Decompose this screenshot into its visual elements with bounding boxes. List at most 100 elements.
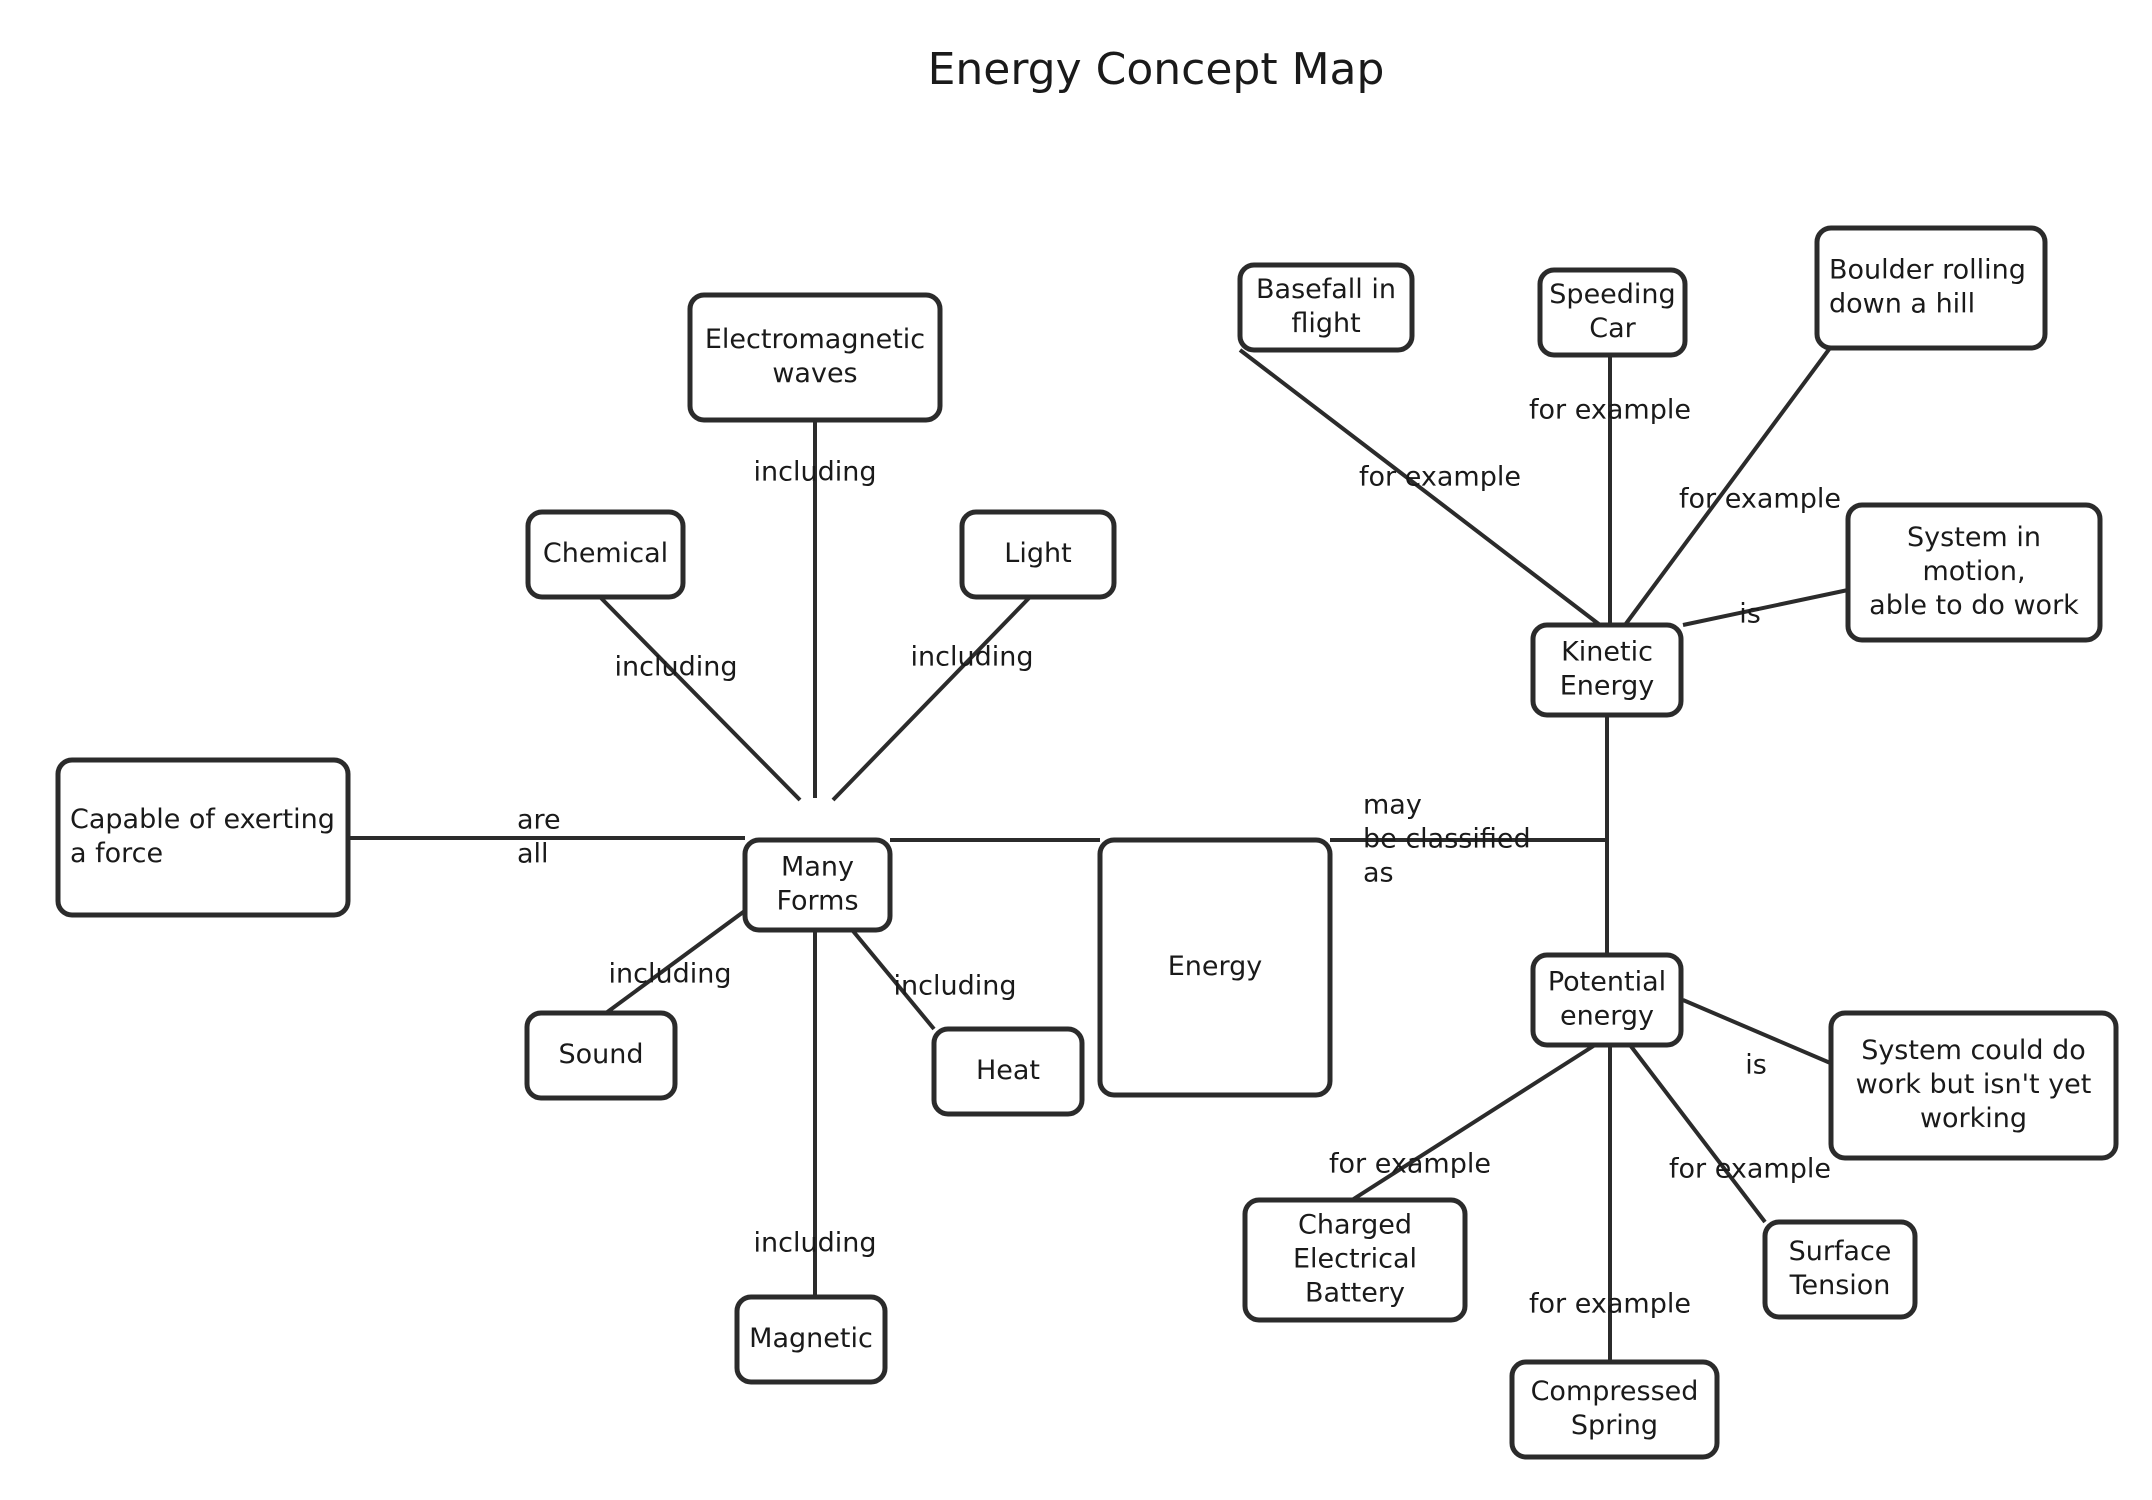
node-label: Electrical bbox=[1293, 1244, 1417, 1275]
node-box[interactable] bbox=[524, 1010, 678, 1101]
node-box[interactable] bbox=[687, 292, 943, 423]
node-heat[interactable]: Heat bbox=[931, 1026, 1085, 1117]
node-magnetic[interactable]: Magnetic bbox=[734, 1294, 888, 1385]
node-label: Compressed bbox=[1531, 1376, 1699, 1407]
node-label: energy bbox=[1560, 1001, 1654, 1032]
edge-e-potential-is: is bbox=[1682, 998, 1836, 1081]
edge-e-em-manyforms: including bbox=[754, 420, 877, 798]
node-label: Battery bbox=[1305, 1278, 1405, 1309]
node-box[interactable] bbox=[525, 509, 686, 600]
node-label: Magnetic bbox=[749, 1323, 873, 1354]
node-box[interactable] bbox=[1537, 267, 1688, 358]
edge-label: including bbox=[754, 457, 877, 488]
node-label: working bbox=[1920, 1103, 2027, 1134]
edge-label: all bbox=[517, 839, 549, 870]
node-box[interactable] bbox=[1762, 1219, 1918, 1320]
node-box[interactable] bbox=[1509, 1359, 1720, 1460]
node-label: Kinetic bbox=[1561, 637, 1653, 668]
edge-label: is bbox=[1745, 1050, 1767, 1081]
edge-e-light-manyforms: including bbox=[831, 595, 1034, 802]
node-label: System could do bbox=[1861, 1035, 2086, 1066]
node-box[interactable] bbox=[931, 1026, 1085, 1117]
node-box[interactable] bbox=[1828, 1010, 2119, 1161]
edge-line bbox=[598, 595, 802, 802]
edge-label: are bbox=[517, 805, 561, 836]
node-box[interactable] bbox=[55, 757, 351, 918]
node-box[interactable] bbox=[1530, 622, 1684, 718]
node-label: down a hill bbox=[1829, 289, 1975, 320]
edge-label: including bbox=[754, 1228, 877, 1259]
node-box[interactable] bbox=[1845, 502, 2103, 643]
node-box[interactable] bbox=[1237, 262, 1415, 353]
edge-e-sound-manyforms: including bbox=[604, 883, 782, 1015]
node-box[interactable] bbox=[1242, 1197, 1468, 1323]
edge-label: including bbox=[609, 959, 732, 990]
node-box[interactable] bbox=[734, 1294, 888, 1385]
node-light[interactable]: Light bbox=[959, 509, 1117, 600]
node-label: flight bbox=[1291, 308, 1360, 339]
edge-label: for example bbox=[1529, 395, 1691, 426]
node-box[interactable] bbox=[742, 837, 893, 933]
node-label: Energy bbox=[1168, 951, 1263, 982]
edge-label: as bbox=[1363, 858, 1394, 889]
node-label: work but isn't yet bbox=[1856, 1069, 2092, 1100]
edge-label: including bbox=[894, 971, 1017, 1002]
node-label: Car bbox=[1589, 313, 1636, 344]
node-box[interactable] bbox=[1097, 837, 1333, 1098]
page-title: Energy Concept Map bbox=[928, 44, 1385, 95]
node-energy[interactable]: Energy bbox=[1097, 837, 1333, 1098]
edge-label: may bbox=[1363, 790, 1422, 821]
edge-line bbox=[1623, 346, 1832, 627]
edge-e-chemical-manyforms: including bbox=[598, 595, 802, 802]
node-chemical[interactable]: Chemical bbox=[525, 509, 686, 600]
node-label: waves bbox=[772, 358, 857, 389]
node-label: Basefall in bbox=[1256, 274, 1396, 305]
node-box[interactable] bbox=[1814, 225, 2048, 351]
node-label: Heat bbox=[976, 1055, 1040, 1086]
node-label: Potential bbox=[1548, 967, 1666, 998]
edge-line bbox=[1682, 588, 1849, 627]
edge-label: including bbox=[911, 642, 1034, 673]
edge-e-kinetic-is: is bbox=[1682, 588, 1849, 630]
node-box[interactable] bbox=[1530, 952, 1684, 1048]
node-label: a force bbox=[70, 838, 163, 869]
edge-label: including bbox=[615, 652, 738, 683]
edge-label: for example bbox=[1329, 1149, 1491, 1180]
node-label: Energy bbox=[1560, 671, 1655, 702]
node-label: Charged bbox=[1298, 1210, 1412, 1241]
edge-e-basefall-kinetic: for example bbox=[1238, 348, 1602, 627]
node-label: Capable of exerting bbox=[70, 804, 335, 835]
node-box[interactable] bbox=[959, 509, 1117, 600]
edge-line bbox=[1350, 1043, 1597, 1202]
node-sound[interactable]: Sound bbox=[524, 1010, 678, 1101]
node-label: Surface bbox=[1789, 1236, 1892, 1267]
edge-e-magnetic-manyforms: including bbox=[754, 885, 877, 1297]
edge-label: for example bbox=[1669, 1154, 1831, 1185]
edge-e-boulder-kinetic: for example bbox=[1623, 346, 1841, 627]
node-label: Speeding bbox=[1549, 279, 1675, 310]
node-label: Many bbox=[781, 852, 854, 883]
edge-e-surface-potential: for example bbox=[1628, 1043, 1831, 1224]
edge-line bbox=[1238, 348, 1602, 627]
node-label: Spring bbox=[1571, 1410, 1658, 1441]
edge-e-battery-potential: for example bbox=[1329, 1043, 1597, 1202]
node-label: Electromagnetic bbox=[705, 324, 925, 355]
